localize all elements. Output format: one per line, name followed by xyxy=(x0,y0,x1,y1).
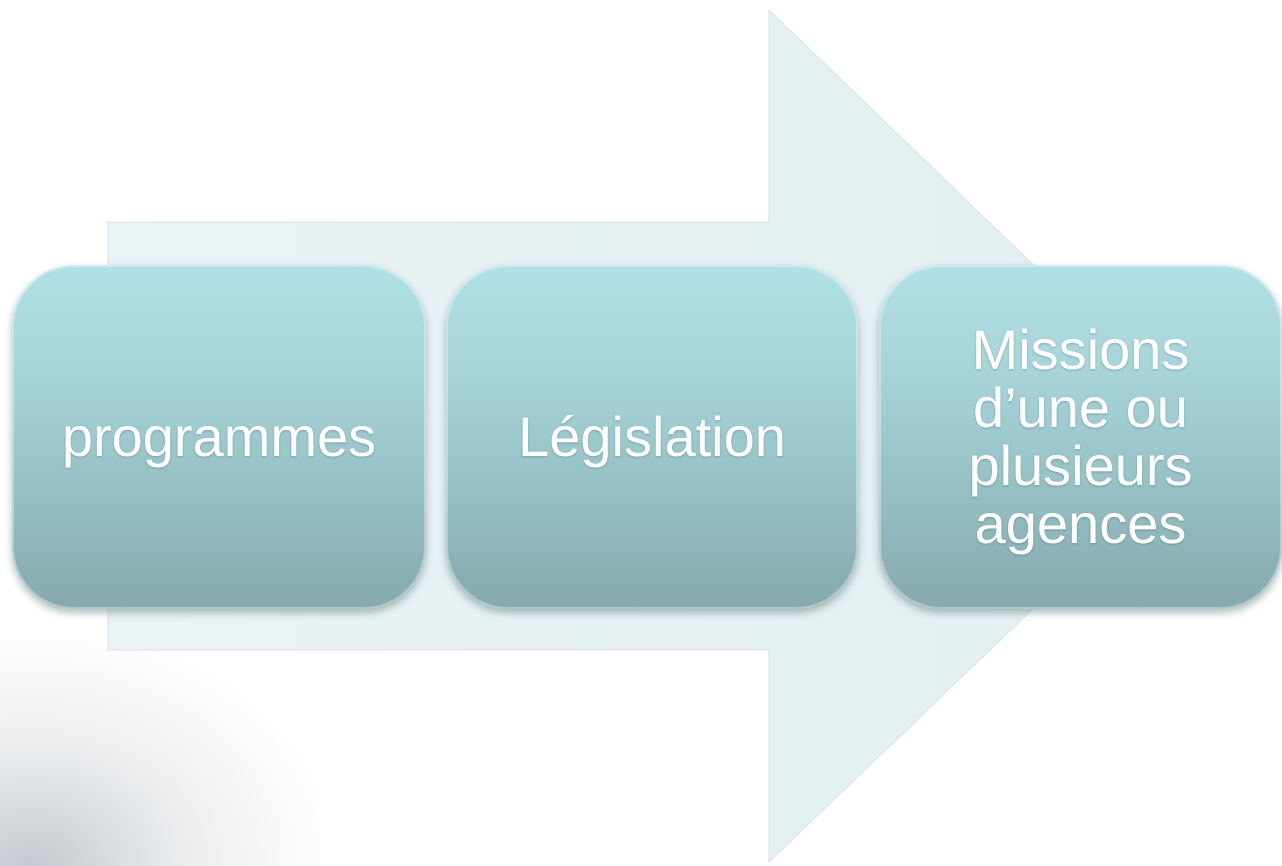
step-label-multiline: Missions d’une ou plusieurs agences xyxy=(948,321,1212,553)
step-label-line: Missions xyxy=(971,318,1190,381)
step-label-line: agences xyxy=(974,492,1187,555)
step-label: programmes xyxy=(61,405,377,468)
step-label-line: plusieurs xyxy=(968,434,1193,497)
background-photo xyxy=(0,640,320,866)
step-legislation: Législation xyxy=(446,265,858,609)
step-label: Législation xyxy=(518,405,786,468)
step-label-line: d’une ou xyxy=(973,376,1188,439)
step-programmes: programmes xyxy=(12,265,426,609)
step-missions: Missions d’une ou plusieurs agences xyxy=(879,265,1282,609)
